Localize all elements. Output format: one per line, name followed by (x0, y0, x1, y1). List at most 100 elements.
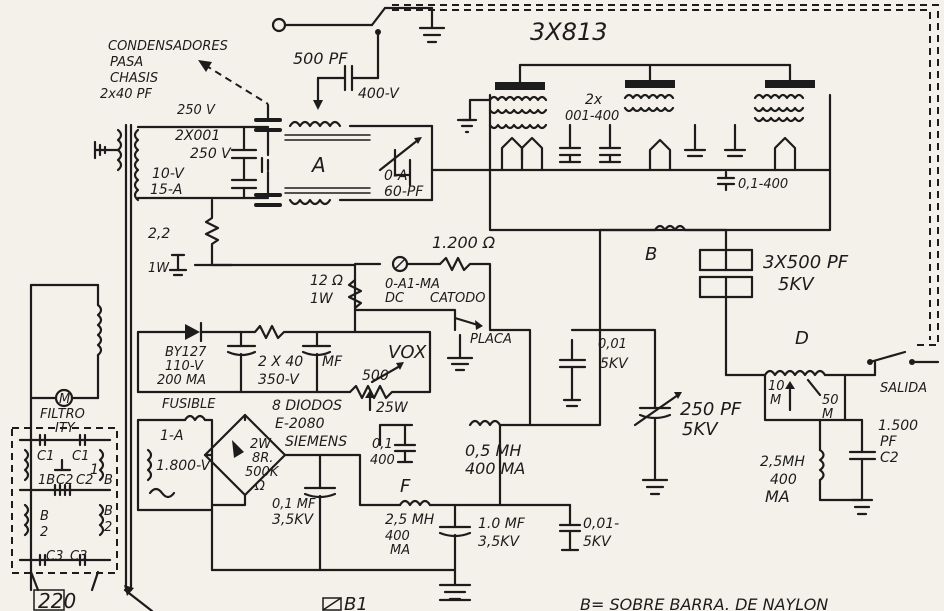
mains-plug (33, 589, 65, 611)
catodo-placa-switch-wire (353, 308, 457, 332)
label-res-12-w: 1W (310, 291, 334, 307)
label-f-b1: B (104, 473, 113, 488)
label-60pf: 60-PF (384, 184, 424, 200)
label-15a: 15-A (150, 182, 182, 198)
b1-box-icon (322, 597, 342, 611)
ac-source-icon (148, 487, 176, 499)
coupling-capacitor-500pf (313, 53, 380, 110)
label-block-a: A (310, 153, 326, 177)
label-400v: 400-V (358, 86, 400, 102)
placa-return (488, 308, 532, 427)
label-f-c3b: C3 (70, 549, 87, 564)
label-grid-001-400: 001-400 (565, 109, 619, 124)
label-res-22-w: 1W (148, 261, 170, 276)
label-ity: ITY (55, 421, 76, 436)
label-meter-dc: DC (385, 291, 405, 306)
cathode-cap-01-400 (716, 170, 736, 192)
label-200ma: 200 MA (157, 373, 206, 388)
label-10mf-35kv: 3,5KV (478, 534, 520, 550)
label-pointer-arrowhead (198, 60, 212, 72)
label-f-c1b: C1 (72, 449, 89, 464)
relay-control-dashed-line-2 (392, 9, 931, 340)
label-250pf-5kv: 5KV (682, 419, 719, 440)
label-10v: 10-V (152, 166, 185, 182)
label-by127: BY127 (165, 345, 207, 360)
input-tank-a (284, 120, 492, 206)
label-f-c2b: C2 (76, 473, 93, 488)
resistor-12-ohm (347, 278, 363, 310)
label-2x40: 2 X 40 (258, 354, 303, 370)
label-tubes: 3X813 (530, 18, 608, 46)
antenna-relay-switch (271, 6, 446, 57)
label-coil-m: M (770, 393, 781, 408)
hv-bus-vertical (528, 228, 602, 427)
filament-transformer (93, 123, 270, 592)
label-8-diodos: 8 DIODOS (272, 398, 342, 414)
label-f-c2a: C2 (56, 473, 73, 488)
label-bridge-ohm: Ω (254, 479, 265, 494)
label-10mf: 1.0 MF (478, 516, 526, 532)
legend-b: B= SOBRE BARRA. DE NAYLON (580, 595, 828, 611)
label-1500-pf: PF (880, 434, 897, 450)
hv-supply (136, 413, 582, 601)
pass-chassis-capacitors (230, 103, 282, 207)
label-filtro: FILTRO (40, 407, 85, 422)
label-25mh: 2,5MH (760, 454, 805, 470)
label-250v: 250 V (190, 146, 232, 162)
label-fuse-1a: 1-A (160, 428, 184, 444)
label-catodo: CATODO (430, 291, 485, 306)
label-meter-range: 0-A1-MA (385, 277, 440, 292)
label-mains-220: 220 (38, 589, 76, 611)
output-relay-contact (868, 350, 907, 364)
plate-choke-b (653, 224, 687, 232)
label-choke-f-ma: MA (390, 543, 410, 558)
label-bridge-8r: 8R. (252, 451, 273, 466)
label-250v-top: 250 V (177, 103, 216, 118)
label-25mh-ma: MA (765, 487, 790, 506)
label-f-b: B (104, 504, 113, 519)
label-3x500pf: 3X500 PF (763, 252, 849, 273)
tube-813-2 (623, 63, 675, 172)
label-01mf-35kv: 3,5KV (272, 512, 314, 528)
grid-caps-2x (558, 123, 747, 164)
label-f-b2: B (40, 509, 49, 524)
label-mf: MF (322, 354, 343, 370)
label-2x001: 2X001 (175, 128, 220, 144)
tank-coil-d (763, 369, 827, 377)
bias-supply (136, 321, 432, 412)
fuse-icon (183, 414, 207, 422)
label-chasis: CHASIS (110, 71, 158, 86)
label-f-1: 1 (90, 462, 99, 478)
tube-cluster-frame (488, 93, 832, 232)
label-f-2b: 2 (104, 520, 112, 535)
label-res-1200: 1.200 Ω (432, 233, 496, 252)
label-cap-01-400: 0,1-400 (738, 177, 788, 192)
label-bridge-2w: 2W (250, 437, 272, 452)
label-salida: SALIDA (880, 381, 927, 396)
label-e2080: E-2080 (275, 416, 325, 432)
label-grid-2x: 2x (585, 92, 603, 108)
label-25mh-400: 400 (770, 472, 797, 488)
label-01mf: 0,1 MF (272, 497, 316, 512)
label-res-12: 12 Ω (310, 273, 343, 289)
label-0a: 0-A (384, 168, 408, 184)
choke-f (398, 499, 432, 507)
label-001-5kv-bottom-2: 5KV (583, 534, 612, 550)
resistor-2-2 (168, 198, 234, 277)
label-choke-f: F (400, 476, 411, 497)
label-f-2: 2 (40, 525, 48, 540)
label-coil-m2: M (822, 407, 833, 422)
mains-filter (11, 283, 118, 611)
tube-813-3 (753, 63, 815, 172)
plate-current-meter (353, 255, 492, 312)
mains-pointer (123, 588, 154, 611)
label-01-400b-2: 400 (370, 453, 395, 468)
label-choke-f-400: 400 (385, 529, 410, 544)
choke-25mh (818, 448, 825, 482)
label-f-c3a: C3 (46, 549, 63, 564)
label-choke-b: B (645, 244, 657, 265)
label-250pf: 250 PF (680, 399, 742, 420)
label-2x40pf: 2x40 PF (100, 87, 152, 102)
label-coil-10: 10 (768, 379, 785, 394)
